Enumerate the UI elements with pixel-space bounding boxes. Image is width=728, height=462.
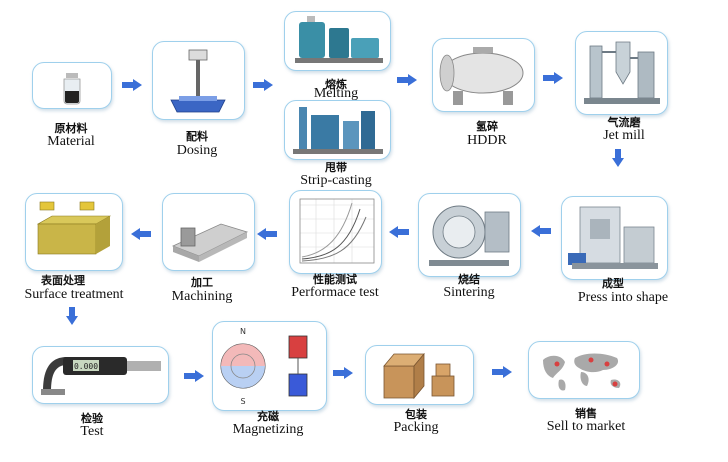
step-label-en: Surface treatment xyxy=(24,287,124,302)
step-label-cn: 销售 xyxy=(575,407,597,420)
step-label-en: Packing xyxy=(393,420,439,435)
step-label-en: Sell to market xyxy=(546,419,626,434)
arrow-right-icon xyxy=(184,370,204,382)
step-label-en: Machining xyxy=(171,289,233,304)
step-label-en: Test xyxy=(80,424,104,439)
step-label-en: Strip-casting xyxy=(300,173,372,188)
arrow-right-icon xyxy=(543,72,563,84)
scale-image xyxy=(152,41,245,120)
step-label-en: Jet mill xyxy=(603,128,645,143)
arrow-right-icon xyxy=(333,367,353,379)
step-label-en: Dosing xyxy=(176,143,218,158)
step-label-cn: 烧结 xyxy=(458,273,480,286)
sintering-furnace-image xyxy=(418,193,521,277)
arrow-right-icon xyxy=(492,366,512,378)
step-label-en: Melting xyxy=(313,86,359,101)
surface-treatment-image xyxy=(25,193,123,271)
arrow-right-icon xyxy=(253,79,273,91)
step-label-en: Sintering xyxy=(443,285,495,300)
arrow-right-icon xyxy=(397,74,417,86)
step-label-cn: 充磁 xyxy=(257,410,279,423)
arrow-right-icon xyxy=(122,79,142,91)
arrow-left-icon xyxy=(389,226,409,238)
step-label-cn: 表面处理 xyxy=(41,274,85,287)
arrow-left-icon xyxy=(131,228,151,240)
pole-n-label: N xyxy=(240,327,246,336)
strip-casting-image xyxy=(284,100,391,160)
arrow-down-icon xyxy=(612,149,624,167)
jet-mill-image xyxy=(575,31,668,115)
pole-s-label: S xyxy=(240,397,245,406)
melting-furnace-image xyxy=(284,11,391,71)
arrow-down-icon xyxy=(66,307,78,325)
arrow-left-icon xyxy=(257,228,277,240)
material-image xyxy=(32,62,112,109)
arrow-left-icon xyxy=(531,225,551,237)
step-label-cn: 甩带 xyxy=(325,161,347,174)
step-label-cn: 检验 xyxy=(81,412,103,425)
step-label-en: Magnetizing xyxy=(232,422,304,437)
step-label-cn: 原材料 xyxy=(54,122,88,135)
step-label-en: Press into shape xyxy=(577,290,669,305)
machining-image xyxy=(162,193,255,271)
hddr-furnace-image xyxy=(432,38,535,112)
step-label-cn: 氢碎 xyxy=(476,120,498,133)
step-label-cn: 熔炼 xyxy=(325,78,347,91)
step-label-cn: 成型 xyxy=(602,277,624,290)
magnetizing-image: N S xyxy=(212,321,327,411)
step-label-cn: 气流磨 xyxy=(607,116,641,129)
world-map-image xyxy=(528,341,640,399)
micrometer-image: 0.000 xyxy=(32,346,169,404)
step-label-en: Performace test xyxy=(291,285,379,300)
step-label-cn: 配料 xyxy=(186,130,208,143)
test-curve-image xyxy=(289,190,382,274)
step-label-en: HDDR xyxy=(467,133,507,148)
step-label-en: Material xyxy=(47,134,95,149)
packing-boxes-image xyxy=(365,345,474,405)
micrometer-display: 0.000 xyxy=(74,362,98,371)
step-label-cn: 包装 xyxy=(405,408,427,421)
step-label-cn: 加工 xyxy=(191,276,213,289)
step-label-cn: 性能测试 xyxy=(313,273,357,286)
press-machine-image xyxy=(561,196,668,280)
